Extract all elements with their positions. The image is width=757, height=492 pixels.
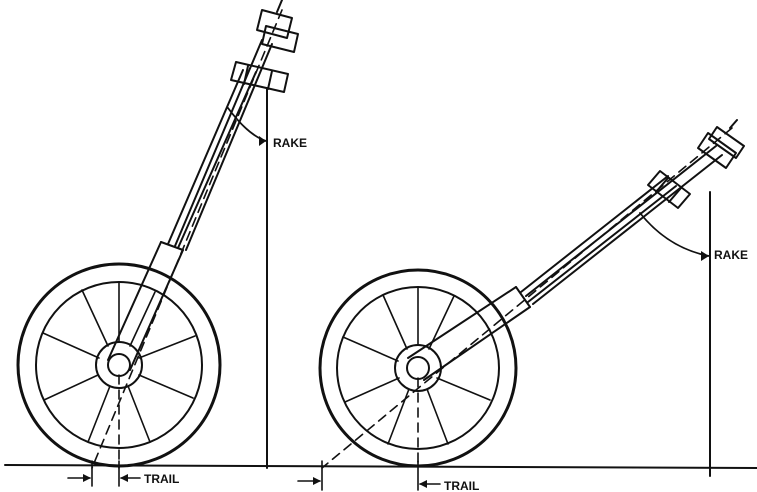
left-steering-axis bbox=[91, 9, 283, 469]
left-rake-arrowhead bbox=[259, 136, 266, 146]
left-fork-lower bbox=[107, 241, 184, 371]
left-rake-label: RAKE bbox=[273, 136, 307, 150]
right-fork-tubes bbox=[520, 145, 723, 305]
right-steering-axis bbox=[321, 127, 733, 469]
left-front-end: RAKE TRAIL bbox=[16, 0, 307, 487]
right-upper-clamp bbox=[697, 119, 745, 169]
left-upper-clamp bbox=[256, 0, 299, 53]
right-wheel-spokes bbox=[342, 287, 491, 445]
right-wheel bbox=[318, 268, 518, 468]
right-rake-label: RAKE bbox=[714, 248, 748, 262]
left-trail-label: TRAIL bbox=[144, 472, 179, 486]
right-front-end: RAKE TRAIL bbox=[297, 119, 748, 492]
right-rake-arrowhead bbox=[701, 251, 709, 261]
right-rake-arc bbox=[639, 212, 710, 257]
left-lower-clamp bbox=[230, 61, 289, 93]
left-trail-dimension: TRAIL bbox=[67, 460, 179, 487]
left-fork-tubes bbox=[167, 39, 273, 251]
right-fork-lower bbox=[407, 286, 531, 381]
right-trail-label: TRAIL bbox=[444, 479, 479, 492]
right-trail-dimension: TRAIL bbox=[297, 460, 479, 492]
left-wheel-spokes bbox=[42, 282, 196, 443]
